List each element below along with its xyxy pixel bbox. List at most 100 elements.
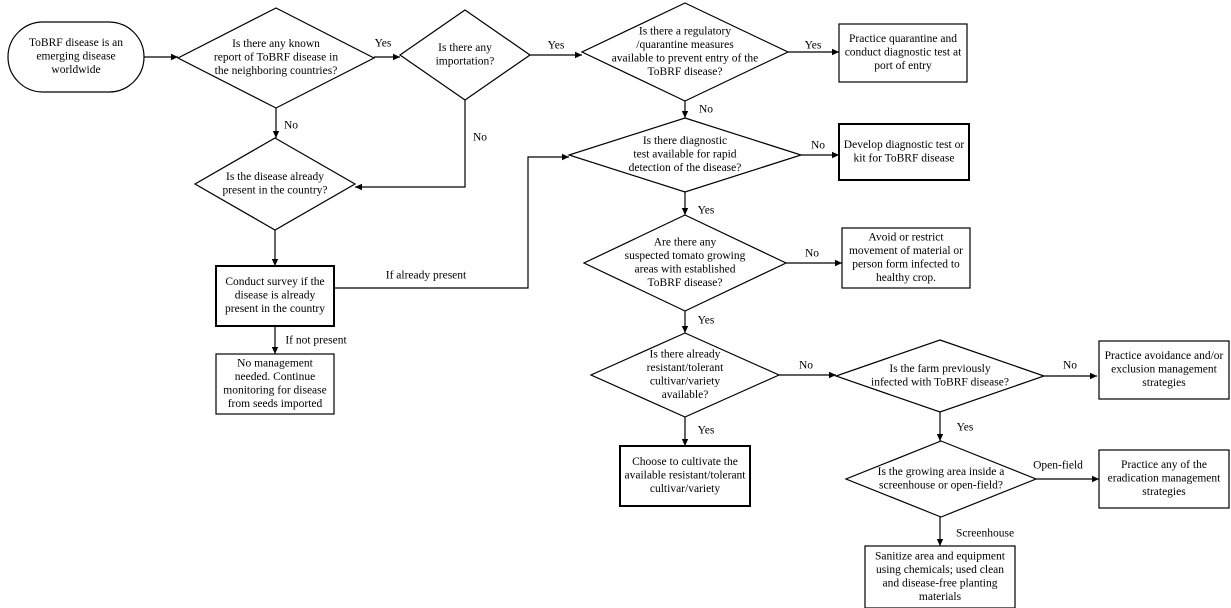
edge-label-growing-yes: Yes <box>698 315 715 327</box>
node-text-line: strategies <box>1142 377 1186 389</box>
connectors <box>144 48 1099 546</box>
node-text-line: exclusion management <box>1111 364 1218 376</box>
node-q-regulatory: Is there a regulatory/quarantine measure… <box>580 2 790 102</box>
edge-label-growing-no: No <box>805 248 819 260</box>
node-text-line: Is there already <box>650 348 721 360</box>
node-a-quarantine: Practice quarantine and conduct diagnosti… <box>838 23 968 83</box>
edge-label-diagnostic-yes: Yes <box>698 205 715 217</box>
decision-diamond <box>582 214 788 312</box>
node-text-line: available to prevent entry of the <box>612 52 759 64</box>
node-text-line: Is the growing area inside a <box>878 466 1005 478</box>
node-q-growing: Are there any suspected tomato growingare… <box>582 214 788 312</box>
edge-label-diagnostic-no: No <box>811 140 825 152</box>
node-text-line: Is there a regulatory <box>639 25 732 37</box>
node-text-line: detection of the disease? <box>629 162 742 174</box>
node-text-line: Is there any known <box>232 38 320 50</box>
node-text-line: disease is already <box>235 290 316 302</box>
node-text-line: kit for ToBRF disease <box>854 152 955 164</box>
process-box <box>619 445 751 507</box>
node-text-line: Practice quarantine and <box>849 33 957 45</box>
node-text-line: conduct diagnostic test at <box>845 47 962 59</box>
node-text-line: Is there any <box>438 42 492 54</box>
edge-label-farm-no: No <box>1063 360 1077 372</box>
process-box <box>841 227 971 289</box>
edge-label-open-field: Open-field <box>1033 460 1083 472</box>
connector-arrow <box>334 153 569 289</box>
node-text-line: Sanitize area and equipment <box>875 550 1006 562</box>
node-q-report: Is there any known report of ToBRF diseas… <box>176 7 376 109</box>
node-text-line: ToBRF disease? <box>648 277 723 289</box>
node-text-line: available resistant/tolerant <box>624 470 746 482</box>
decision-diamond <box>176 7 376 109</box>
edge-label-farm-yes: Yes <box>957 422 974 434</box>
node-text-line: importation? <box>436 55 495 67</box>
nodes: ToBRF disease is an emerging diseaseworld… <box>7 2 1230 608</box>
node-text-line: emerging disease <box>36 51 115 63</box>
node-a-cultivate: Choose to cultivate the available resista… <box>619 445 751 507</box>
node-text-line: test available for rapid <box>633 149 736 161</box>
node-text-line: suspected tomato growing <box>625 250 746 262</box>
decision-diamond <box>398 9 532 101</box>
edge-label-report-no: No <box>284 120 298 132</box>
decision-diamond <box>580 2 790 102</box>
node-text-line: Develop diagnostic test or <box>844 139 965 151</box>
node-text-line: from seeds imported <box>228 398 323 410</box>
process-box <box>215 265 335 327</box>
node-text-line: cultivar/variety <box>650 375 720 387</box>
edge-label-if-not-present: If not present <box>285 335 347 347</box>
node-text-line: cultivar/variety <box>650 483 720 495</box>
node-text-line: monitoring for disease <box>223 384 326 396</box>
node-text-line: Is there diagnostic <box>643 135 727 147</box>
decision-diamond <box>589 332 781 418</box>
node-text-line: infected with ToBRF disease? <box>871 376 1009 388</box>
node-text-line: report of ToBRF disease in <box>214 52 338 64</box>
node-text-line: worldwide <box>51 64 100 76</box>
node-text-line: Are there any <box>654 236 717 248</box>
node-text-line: No management <box>237 357 313 369</box>
node-text-line: present in the country <box>225 303 325 315</box>
process-box <box>838 123 970 181</box>
node-q-screen: Is the growing area inside ascreenhouse … <box>844 440 1038 518</box>
edge-label-import-yes: Yes <box>548 40 565 52</box>
node-q-diagnostic: Is there diagnostic test available for ra… <box>567 117 803 193</box>
node-text-line: resistant/tolerant <box>647 362 724 374</box>
edge-label-report-yes: Yes <box>375 38 392 50</box>
node-text-line: the neighboring countries? <box>215 65 338 77</box>
node-text-line: Choose to cultivate the <box>632 456 738 468</box>
edge-label-resistant-yes: Yes <box>698 425 715 437</box>
edge-label-resistant-no: No <box>799 360 813 372</box>
node-text-line: movement of material or <box>849 245 963 257</box>
decision-diamond <box>834 339 1046 413</box>
edge-label-regulatory-no: No <box>699 104 713 116</box>
edge-label-import-no: No <box>473 132 487 144</box>
edge-label-if-present: If already present <box>386 270 467 282</box>
node-text-line: Is the disease already <box>226 171 324 183</box>
node-text-line: person form infected to <box>852 258 960 270</box>
decision-diamond <box>844 440 1038 518</box>
node-text-line: /quarantine measures <box>636 39 734 51</box>
node-text-line: Is the farm previously <box>889 363 990 375</box>
node-a-survey: Conduct survey if the disease is alreadyp… <box>215 265 335 327</box>
node-text-line: ToBRF disease is an <box>29 37 123 49</box>
node-text-line: healthy crop. <box>876 272 936 284</box>
node-q-resistant: Is there already resistant/tolerantcultiv… <box>589 332 781 418</box>
process-box <box>1098 340 1230 400</box>
edge-label-regulatory-yes: Yes <box>805 40 822 52</box>
node-text-line: available? <box>662 389 709 401</box>
node-text-line: areas with established <box>635 263 736 275</box>
process-box <box>838 23 968 83</box>
node-text-line: Practice any of the <box>1121 459 1207 471</box>
node-start: ToBRF disease is an emerging diseaseworld… <box>7 21 145 93</box>
node-text-line: Conduct survey if the <box>225 276 324 288</box>
